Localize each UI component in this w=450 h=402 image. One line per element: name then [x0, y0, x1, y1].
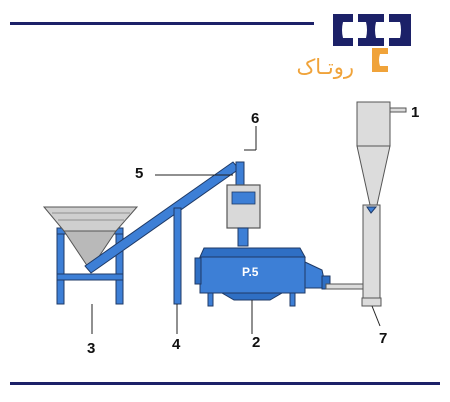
brand-logo-mark — [333, 14, 411, 72]
callout-1: 1 — [411, 104, 420, 121]
main-machine — [194, 247, 331, 307]
connecting-pipe — [325, 283, 364, 290]
cyclone-separator — [356, 101, 407, 307]
bottom-rule — [10, 382, 440, 385]
callout-6: 6 — [251, 110, 260, 127]
feed-chute — [235, 161, 245, 187]
callout-7: 7 — [379, 330, 388, 347]
top-rule — [10, 22, 314, 25]
leader-lines — [91, 126, 381, 334]
callout-3: 3 — [87, 340, 96, 357]
callout-4: 4 — [172, 336, 181, 353]
machine-label: P.5 — [242, 265, 259, 279]
hopper — [42, 206, 139, 271]
callout-5: 5 — [135, 165, 144, 182]
callout-2: 2 — [252, 334, 261, 351]
brand-wordmark: روتـاک — [296, 55, 354, 79]
control-panel — [226, 184, 261, 247]
